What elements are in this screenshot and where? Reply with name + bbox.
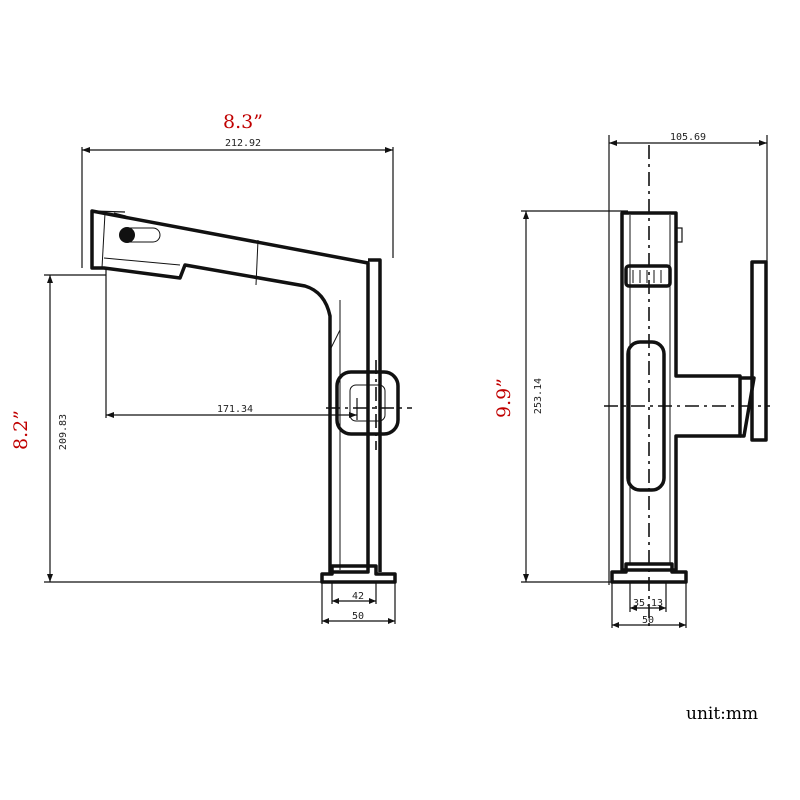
side-height-inches: 8.2” (10, 410, 32, 450)
side-reach-mm: 171.34 (217, 404, 253, 415)
front-height-inches: 9.9” (493, 378, 515, 418)
side-base-outer-mm: 50 (352, 611, 364, 622)
front-base-inner-mm: 35.13 (633, 598, 663, 609)
spray-button-icon (119, 227, 135, 243)
front-width-mm: 105.69 (670, 132, 706, 143)
handle-loop (335, 370, 400, 436)
front-height-mm: 253.14 (533, 378, 544, 414)
unit-label: unit:mm (686, 704, 758, 724)
side-base (320, 564, 397, 584)
spout-outline (90, 209, 370, 574)
side-height-mm: 209.83 (58, 414, 69, 450)
side-base-inner-mm: 42 (352, 591, 364, 602)
front-base-outer-mm: 50 (642, 615, 654, 626)
side-width-inches: 8.3” (223, 111, 263, 133)
side-width-mm: 212.92 (225, 138, 261, 149)
front-base (610, 562, 688, 584)
front-view: 105.69 9.9” 253.14 (493, 132, 770, 630)
side-view: 8.3” 212.92 8.2” 209.83 171.34 (10, 111, 412, 624)
grip-icon (624, 264, 672, 288)
